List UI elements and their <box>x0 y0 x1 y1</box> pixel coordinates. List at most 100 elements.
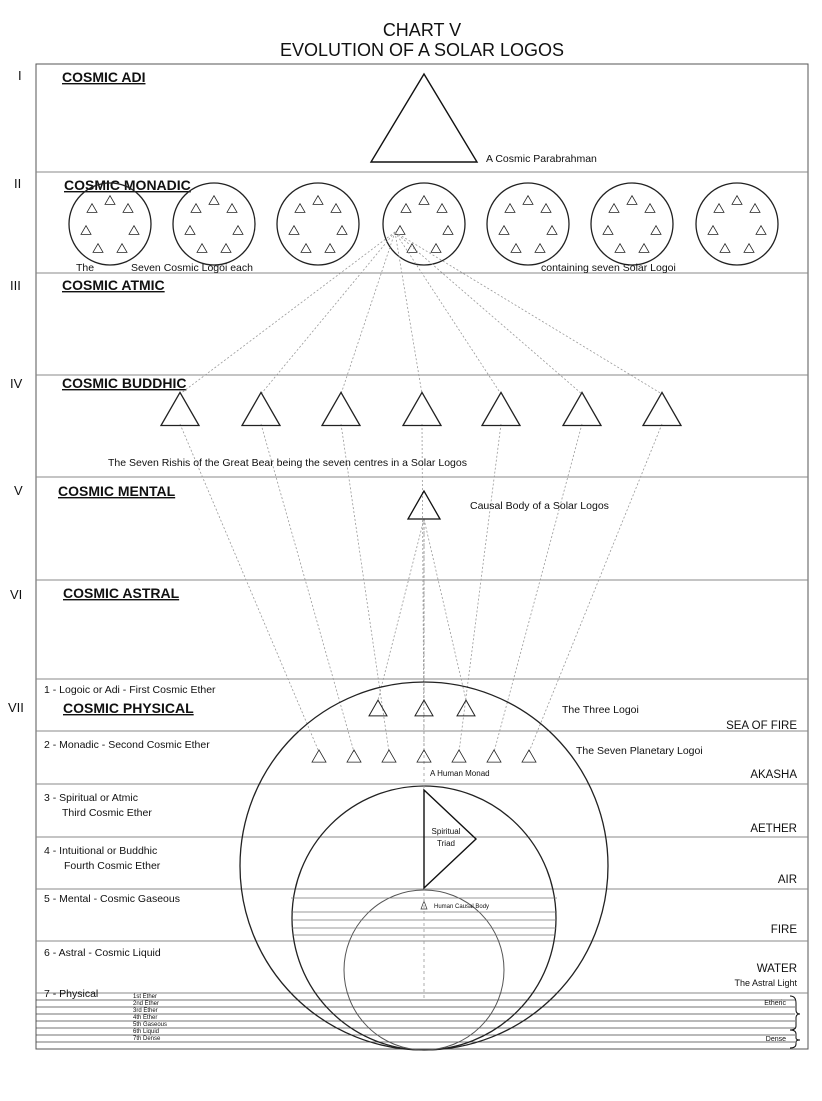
rishis-caption: The Seven Rishis of the Great Bear being… <box>108 457 467 469</box>
spiritual-triad-label-1: Spiritual <box>432 827 461 836</box>
etheric-brace <box>789 995 801 1031</box>
phys-sub-6: 6th Liquid <box>133 1029 159 1035</box>
rishi-triangles <box>159 391 683 427</box>
plane-numeral-4: IV <box>10 376 23 391</box>
causal-to-logoi-line <box>377 518 425 701</box>
cosmic-logos-circle <box>486 182 570 266</box>
subplane-7-label: 7 - Physical <box>44 988 98 1000</box>
subplane-1-label: 1 - Logoic or Adi - First Cosmic Ether <box>44 684 216 696</box>
solar-logos-small-triangle <box>546 224 558 235</box>
monad-to-rishi-line <box>394 231 583 395</box>
cosmic-logos-circle <box>68 182 152 266</box>
human-causal-triangle <box>420 900 428 910</box>
causal-to-logoi-line <box>423 518 467 701</box>
planetary-logoi-triangles <box>311 749 537 763</box>
planetary-logos-triangle <box>521 749 537 763</box>
solar-logos-small-triangle <box>608 202 620 213</box>
solar-logos-small-triangle <box>324 242 336 253</box>
monad-to-rishi-line <box>394 231 663 395</box>
monad-to-rishi-line <box>260 231 396 395</box>
cosmic-logos-circle <box>276 182 360 266</box>
solar-causal-label: Causal Body of a Solar Logos <box>470 500 609 512</box>
rishi-to-planetary-line <box>528 423 663 753</box>
solar-logos-small-triangle <box>510 242 522 253</box>
solar-logos-small-triangle <box>92 242 104 253</box>
element-sea-of-fire: SEA OF FIRE <box>726 720 797 732</box>
solar-logos-small-triangle <box>626 194 638 205</box>
solar-logos-small-triangle <box>330 202 342 213</box>
solar-logos-small-triangle <box>208 194 220 205</box>
solar-logos-small-triangle <box>86 202 98 213</box>
solar-logos-small-triangle <box>436 202 448 213</box>
solar-logos-small-triangle <box>719 242 731 253</box>
solar-logos-small-triangle <box>602 224 614 235</box>
etheric-label: Etheric <box>764 1000 786 1007</box>
solar-logos-small-triangle <box>442 224 454 235</box>
plane-numeral-1: I <box>18 68 22 83</box>
planetary-logos-triangle <box>486 749 502 763</box>
rishi-triangle <box>561 391 603 427</box>
dense-label: Dense <box>766 1036 786 1043</box>
solar-logos-small-triangle <box>638 242 650 253</box>
monad-to-rishi-line <box>394 231 502 395</box>
planetary-logos-triangle <box>311 749 327 763</box>
plane-name-atmic: COSMIC ATMIC <box>62 277 165 293</box>
planetary-logos-triangle <box>346 749 362 763</box>
physical-subplane-lines <box>36 999 795 1043</box>
element-air: AIR <box>778 874 797 886</box>
element-water: WATER <box>757 963 797 975</box>
planetary-logoi-label: The Seven Planetary Logoi <box>576 745 703 757</box>
monadic-caption-the: The <box>76 262 94 274</box>
solar-logos-small-triangle <box>220 242 232 253</box>
three-logoi-label: The Three Logoi <box>562 704 639 716</box>
rishi-triangle <box>159 391 201 427</box>
human-causal-label: Human Causal Body <box>434 904 489 910</box>
chart-title-line1: CHART V <box>383 20 461 40</box>
solar-logos-small-triangle <box>400 202 412 213</box>
rishi-to-planetary-line <box>493 423 583 753</box>
astral-light-label: The Astral Light <box>734 978 797 988</box>
phys-sub-1: 1st Ether <box>133 994 157 1000</box>
solar-logos-small-triangle <box>294 202 306 213</box>
rishi-triangle <box>480 391 522 427</box>
planetary-logos-triangle <box>381 749 397 763</box>
subplane-4-label: 4 - Intuitional or Buddhic <box>44 845 157 857</box>
phys-sub-4: 4th Ether <box>133 1015 157 1021</box>
cosmic-logos-circle <box>695 182 779 266</box>
dense-brace <box>789 1029 801 1049</box>
plane-name-monadic: COSMIC MONADIC <box>64 177 191 193</box>
phys-sub-3: 3rd Ether <box>133 1008 158 1014</box>
phys-sub-7: 7th Dense <box>133 1036 161 1042</box>
parabrahman-label: A Cosmic Parabrahman <box>486 153 597 165</box>
plane-numeral-3: III <box>10 278 21 293</box>
solar-logos-small-triangle <box>498 224 510 235</box>
solar-logos-small-triangle <box>336 224 348 235</box>
monadic-caption-right: containing seven Solar Logoi <box>541 262 676 274</box>
solar-logos-small-triangle <box>707 224 719 235</box>
solar-logos-small-triangle <box>504 202 516 213</box>
solar-causal-triangle <box>406 489 442 520</box>
logos-triangle <box>368 699 388 717</box>
solar-logos-small-triangle <box>650 224 662 235</box>
solar-logos-small-triangle <box>534 242 546 253</box>
solar-logos-small-triangle <box>713 202 725 213</box>
monad-to-rishi-line <box>340 231 396 395</box>
solar-logos-small-triangle <box>80 224 92 235</box>
plane-numeral-6: VI <box>10 587 22 602</box>
solar-logos-small-triangle <box>312 194 324 205</box>
monad-to-rishi-line <box>394 231 423 395</box>
solar-logos-small-triangle <box>184 224 196 235</box>
spiritual-triad-label-2: Triad <box>437 839 455 848</box>
solar-logos-small-triangle <box>128 224 140 235</box>
rishi-to-planetary-line <box>260 423 355 753</box>
plane-numeral-7: VII <box>8 700 24 715</box>
plane-name-physical: COSMIC PHYSICAL <box>63 700 194 716</box>
subplane-4-label-2: Fourth Cosmic Ether <box>64 860 161 872</box>
rishi-triangle <box>320 391 362 427</box>
cosmic-logos-circle <box>382 182 466 266</box>
solar-logos-small-triangle <box>122 202 134 213</box>
solar-logos-small-triangle <box>540 202 552 213</box>
solar-logos-small-triangle <box>232 224 244 235</box>
